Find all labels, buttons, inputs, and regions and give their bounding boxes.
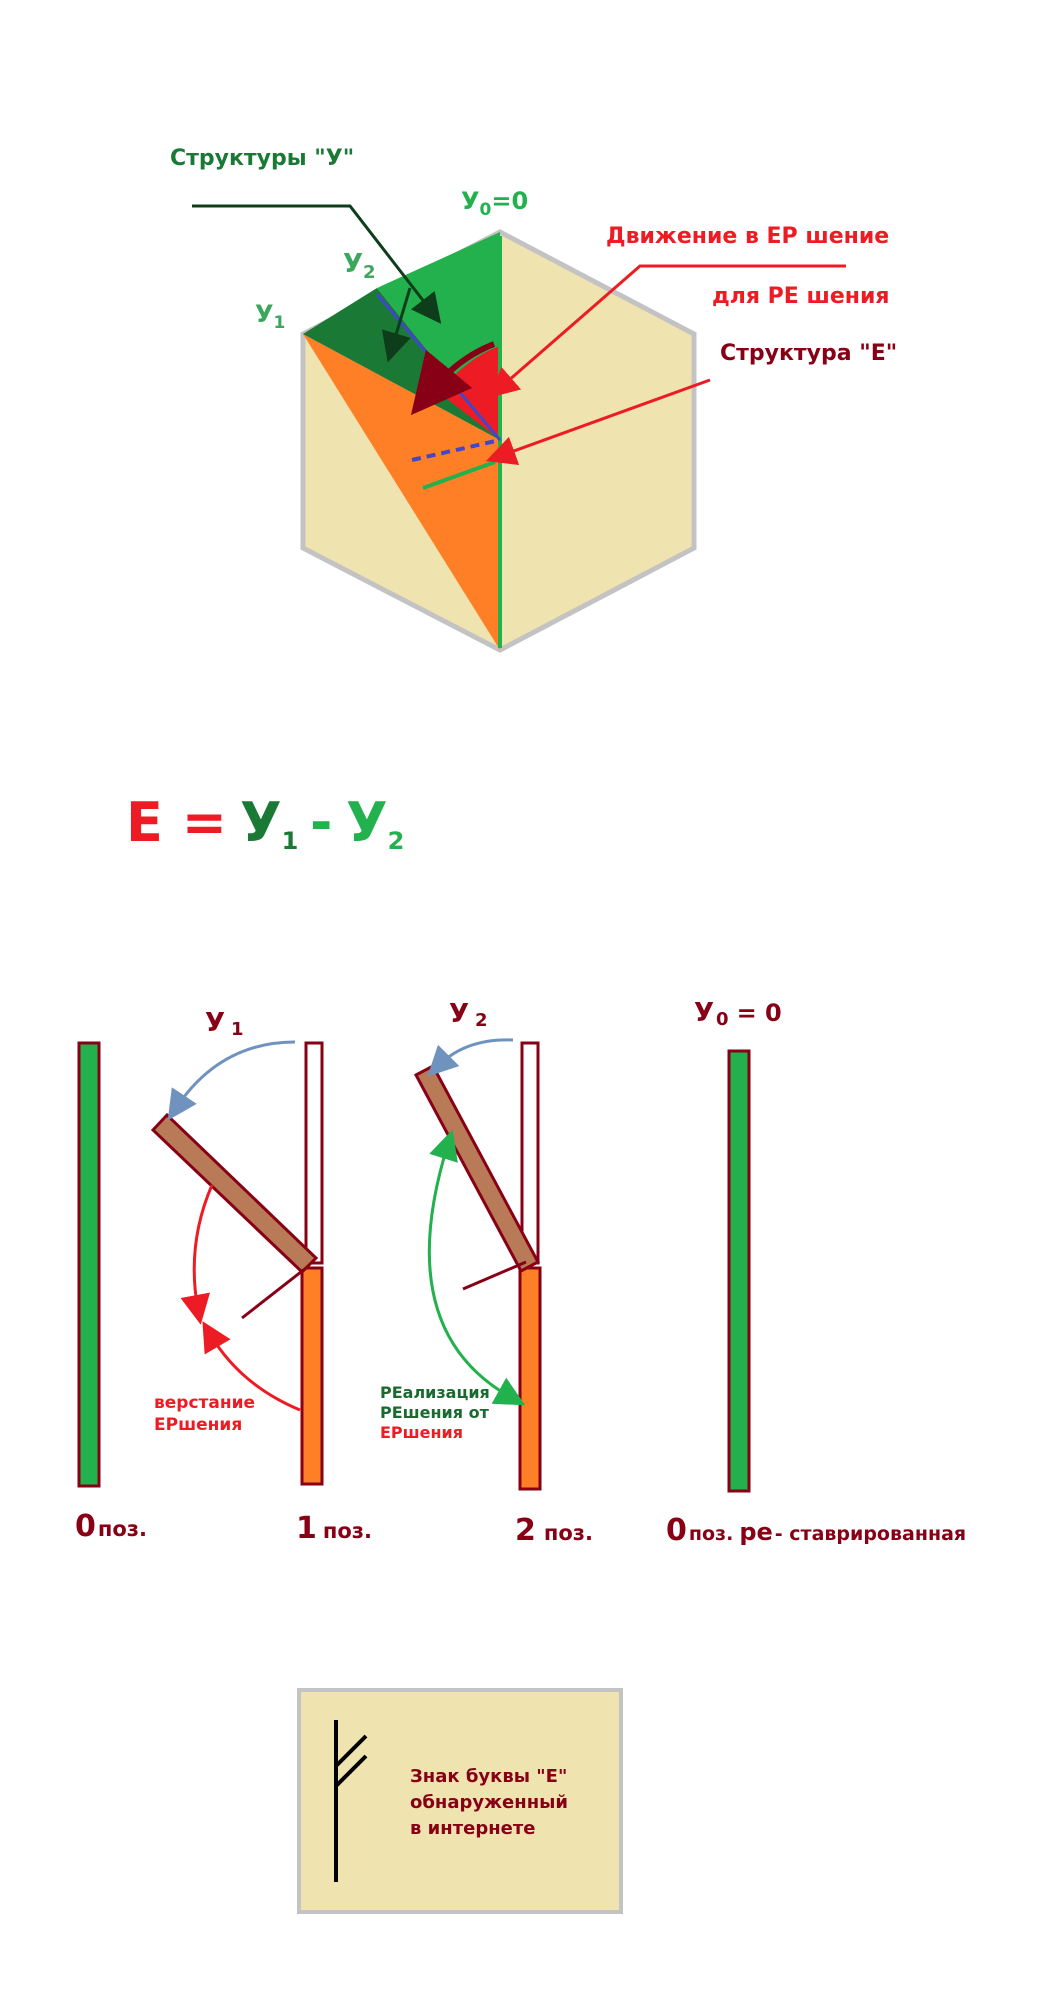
pos1-red-arrow-down	[180, 1184, 214, 1325]
u0-equals: =0	[491, 187, 528, 215]
pos2-number: 2	[515, 1513, 536, 1548]
u2-letter: У	[343, 249, 363, 279]
pos1-text: поз.	[323, 1519, 372, 1543]
u0-label: У0=0	[461, 187, 528, 220]
dark-red-curved-arrow	[410, 341, 496, 416]
note-left-line2: ЕРшения	[154, 1415, 242, 1435]
formula-u1-letter: У	[240, 791, 282, 854]
pos3-u0-equals: = 0	[737, 999, 782, 1027]
u0-letter: У	[461, 187, 480, 215]
pos2-short-line	[462, 1260, 527, 1291]
formula-u1: У1	[240, 791, 298, 855]
pos3-re: ре	[739, 1518, 772, 1546]
pos2-text: поз.	[544, 1521, 593, 1545]
motion-label-line1: Движение в ЕР шение	[606, 224, 889, 249]
pos2-green-double-arrow	[427, 1129, 526, 1406]
pos1-u1-subscript: 1	[231, 1019, 244, 1040]
rune-caption-line1: Знак буквы "Е"	[410, 1766, 567, 1787]
positions-group	[77, 1038, 751, 1493]
u1-subscript: 1	[274, 313, 286, 333]
rune-box-background	[297, 1688, 623, 1914]
pos3-u0-letter: У	[694, 998, 714, 1028]
pos3-number: 0	[666, 1513, 687, 1548]
pos1-short-line	[241, 1266, 307, 1320]
note-mid-line2: РЕшения от	[380, 1403, 490, 1422]
pos3-text: поз.	[689, 1523, 733, 1545]
motion-arrow	[488, 264, 846, 398]
structure-e-arrow	[485, 378, 711, 466]
note-mid-line1: РЕализация	[380, 1383, 490, 1402]
pos1-number: 1	[296, 1511, 317, 1546]
formula-minus: -	[310, 791, 332, 854]
note-mid-line3: ЕРшения	[380, 1423, 463, 1442]
green-short-line	[422, 460, 496, 490]
structures-u-arrow-2	[381, 287, 412, 363]
bar-pos3-green	[727, 1049, 751, 1493]
formula-u2-letter: У	[346, 791, 388, 854]
orange-sector	[303, 334, 500, 650]
u1-label: У1	[255, 300, 285, 333]
structure-e-label: Структура "Е"	[720, 341, 897, 366]
pos1-u1-letter: У	[205, 1008, 225, 1038]
rune-caption-line3: в интернете	[410, 1818, 536, 1839]
motion-label-line2: для РЕ шения	[712, 284, 890, 309]
u2-subscript: 2	[363, 262, 376, 283]
u1-letter: У	[255, 300, 274, 328]
pos0-text: поз.	[98, 1517, 147, 1541]
pos0-caption: 0поз.	[75, 1509, 147, 1544]
structures-u-arrow-1	[192, 204, 442, 324]
pos2-caption: 2 поз.	[515, 1513, 593, 1548]
pos0-number: 0	[75, 1509, 96, 1544]
pos1-red-arrow-up	[202, 1321, 301, 1412]
u2-label: У2	[343, 249, 376, 283]
lever-pos2	[413, 1063, 541, 1274]
formula-e: Е =	[126, 791, 227, 854]
hexagon-group	[192, 204, 846, 653]
formula-u1-subscript: 1	[282, 827, 299, 855]
formula-u2: У2	[346, 791, 404, 855]
u0-subscript: 0	[480, 200, 492, 220]
bar-pos1-orange	[300, 1266, 324, 1486]
pos2-u2-letter: У	[449, 999, 469, 1029]
rune-caption-line2: обнаруженный	[410, 1792, 568, 1813]
lever-pos1	[150, 1112, 319, 1275]
pos3-tail: - ставрированная	[775, 1523, 966, 1545]
pos1-blue-arrow	[167, 1040, 296, 1121]
bar-pos2-orange	[518, 1266, 542, 1491]
pos3-u0-subscript: 0	[716, 1009, 729, 1030]
structures-u-label: Структуры "У"	[170, 146, 354, 171]
formula: Е = У1 - У2	[126, 791, 404, 855]
rune-box: Знак буквы "Е" обнаруженный в интернете	[297, 1688, 623, 1914]
blue-dashed-line	[411, 438, 501, 462]
bar-pos0-green	[77, 1041, 101, 1488]
formula-u2-subscript: 2	[388, 827, 405, 855]
note-left-line1: верстание	[154, 1393, 255, 1413]
pos2-blue-arrow	[427, 1038, 514, 1077]
pos2-u2-subscript: 2	[475, 1010, 488, 1031]
rune-e-icon	[334, 1720, 368, 1882]
bar-pos2-hollow	[520, 1041, 540, 1265]
bar-pos1-hollow	[304, 1041, 324, 1265]
